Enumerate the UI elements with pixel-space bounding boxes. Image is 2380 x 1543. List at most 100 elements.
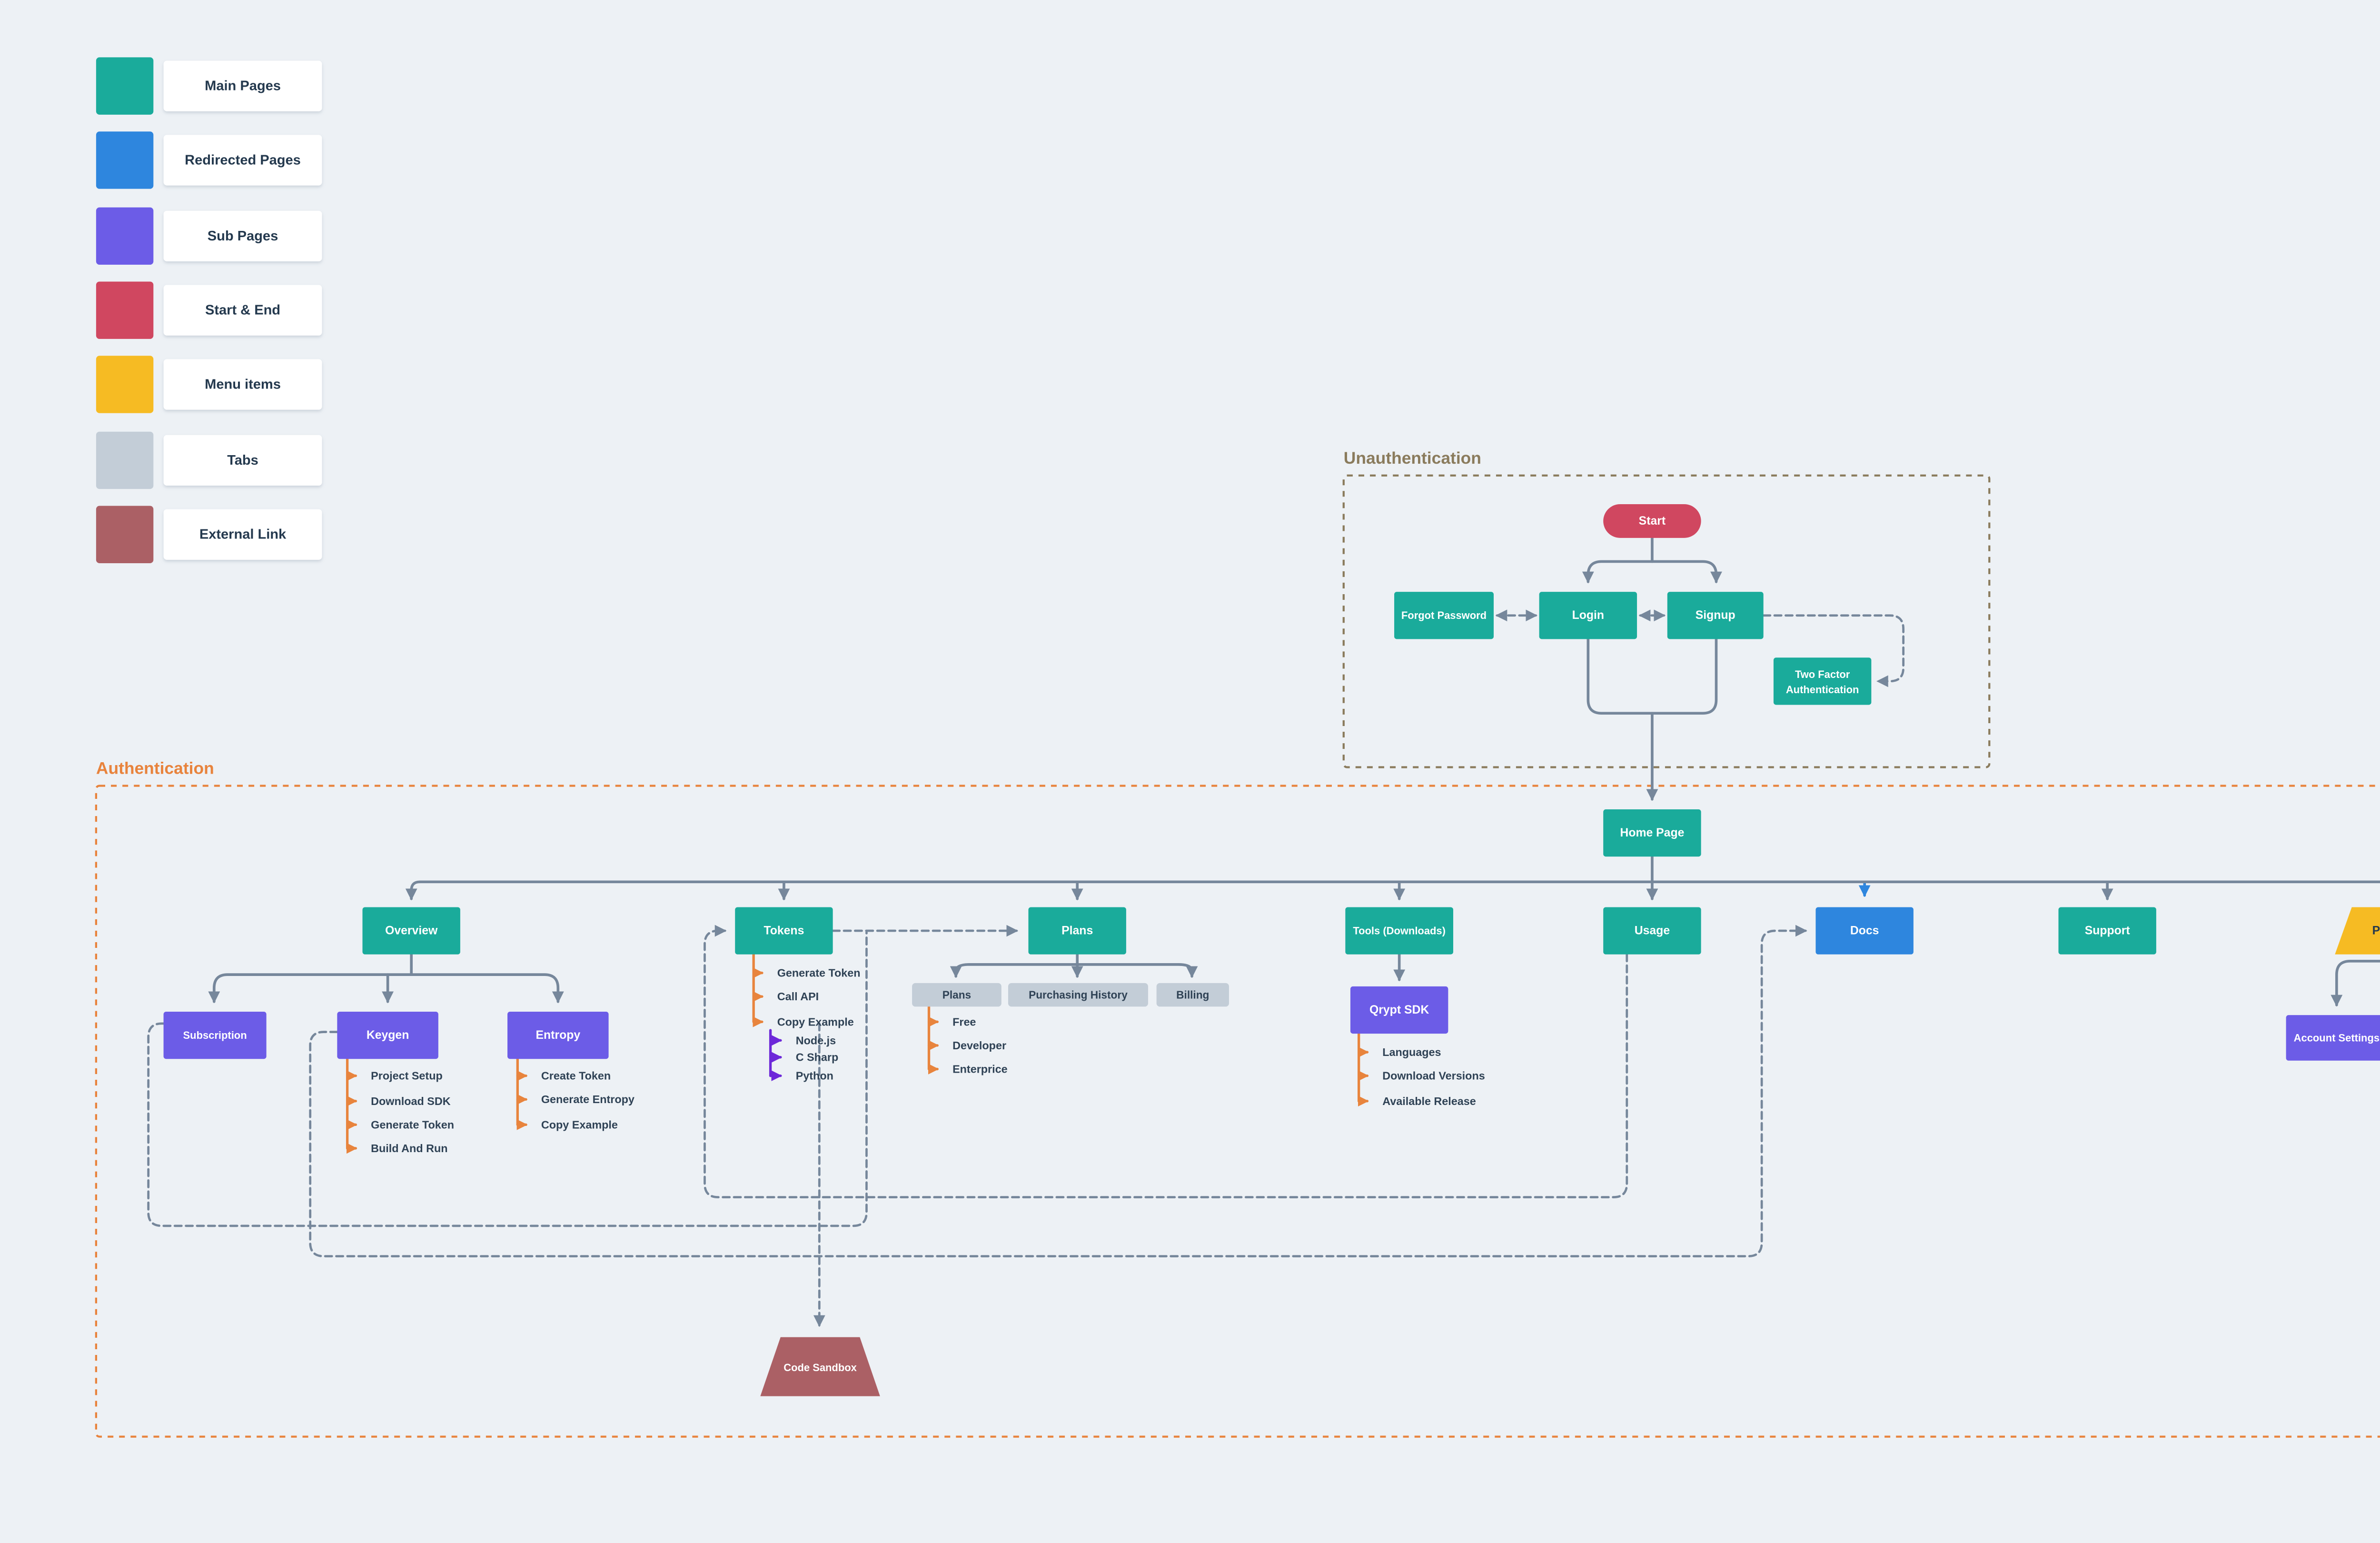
menu-item[interactable]: Node.js xyxy=(796,1034,836,1046)
legend-swatch-start-end xyxy=(96,281,154,339)
node-label: Qrypt SDK xyxy=(1369,1004,1429,1016)
section-label-unauthentication: Unauthentication xyxy=(1344,448,1481,468)
node-label: Start xyxy=(1639,515,1666,528)
menu-item[interactable]: Download SDK xyxy=(371,1095,451,1107)
section-label-authentication: Authentication xyxy=(96,759,214,778)
tab-label: Purchasing History xyxy=(1029,989,1128,1001)
node-label: Subscription xyxy=(183,1029,247,1041)
node-two-factor[interactable]: Two Factor Authentication xyxy=(1773,657,1872,705)
menu-keygen: Project Setup Download SDK Generate Toke… xyxy=(346,1056,454,1155)
node-subscription[interactable]: Subscription xyxy=(163,1012,267,1059)
legend-swatch-sub-pages xyxy=(96,207,154,265)
node-label: Usage xyxy=(1635,925,1670,937)
legend: Main Pages Redirected Pages Sub Pages St… xyxy=(96,57,322,563)
connector-overview-subscription xyxy=(208,973,413,1004)
node-label: Signup xyxy=(1696,609,1735,622)
menu-item[interactable]: Project Setup xyxy=(371,1070,443,1082)
node-plans[interactable]: Plans xyxy=(1028,907,1126,955)
menu-item[interactable]: Free xyxy=(952,1015,976,1028)
connector-start-login xyxy=(1582,560,1654,584)
connector-signup-twofactor xyxy=(1762,614,1905,687)
tab-label: Plans xyxy=(942,989,971,1001)
connector-keygen-docs xyxy=(309,925,1807,1257)
connector-signup-merge xyxy=(1651,637,1718,715)
legend-card xyxy=(163,435,322,486)
node-profile[interactable]: Profile xyxy=(2335,907,2380,955)
tab-label: Billing xyxy=(1176,989,1209,1001)
node-overview[interactable]: Overview xyxy=(362,907,460,955)
connector-plans-tab1 xyxy=(950,963,1079,978)
node-home-page[interactable]: Home Page xyxy=(1603,809,1701,857)
legend-swatch-tabs xyxy=(96,431,154,489)
menu-item[interactable]: Developer xyxy=(952,1039,1006,1052)
legend-swatch-menu-items xyxy=(96,356,154,413)
node-label: Tokens xyxy=(764,925,804,937)
menu-item[interactable]: Generate Entropy xyxy=(541,1093,635,1105)
legend-card xyxy=(163,60,322,111)
node-label: Keygen xyxy=(367,1029,409,1042)
menu-item[interactable]: C Sharp xyxy=(796,1051,839,1064)
node-code-sandbox[interactable]: Code Sandbox xyxy=(760,1337,880,1396)
legend-swatch-redirected-pages xyxy=(96,131,154,189)
menu-item[interactable]: Generate Token xyxy=(777,967,861,979)
node-usage[interactable]: Usage xyxy=(1603,907,1701,955)
section-frame-authentication xyxy=(95,785,2380,1438)
node-login[interactable]: Login xyxy=(1539,592,1637,639)
node-tokens[interactable]: Tokens xyxy=(735,907,833,955)
node-label: Forgot Password xyxy=(1401,609,1487,621)
tab-plans[interactable]: Plans xyxy=(912,983,1002,1007)
legend-swatch-main-pages xyxy=(96,57,154,115)
legend-label: External Link xyxy=(199,527,287,542)
connector-branch-overview xyxy=(405,880,421,901)
node-label: Support xyxy=(2085,925,2130,937)
legend-card xyxy=(163,135,322,186)
node-label: Plans xyxy=(1061,925,1093,937)
section-frame-unauthentication xyxy=(1342,474,1991,768)
node-keygen[interactable]: Keygen xyxy=(337,1012,438,1059)
menu-tokens: Generate Token Call API Copy Example xyxy=(752,953,861,1028)
menu-item[interactable]: Enterprice xyxy=(952,1063,1008,1075)
menu-item[interactable]: Create Token xyxy=(541,1070,611,1082)
menu-item[interactable]: Languages xyxy=(1382,1046,1441,1058)
legend-card xyxy=(163,509,322,560)
node-label: Authentication xyxy=(1786,684,1859,696)
legend-card xyxy=(163,359,322,410)
node-tools-downloads[interactable]: Tools (Downloads) xyxy=(1345,907,1453,955)
legend-label: Start & End xyxy=(205,303,280,318)
node-forgot-password[interactable]: Forgot Password xyxy=(1394,592,1494,639)
node-account-settings[interactable]: Account Settings xyxy=(2286,1015,2380,1061)
menu-item[interactable]: Call API xyxy=(777,990,819,1003)
tab-billing[interactable]: Billing xyxy=(1156,983,1229,1007)
node-label: Entropy xyxy=(536,1029,581,1042)
menu-plans: Free Developer Enterprice xyxy=(927,1005,1008,1075)
node-start[interactable]: Start xyxy=(1603,504,1701,538)
node-label: Home Page xyxy=(1620,826,1684,839)
node-qrypt-sdk[interactable]: Qrypt SDK xyxy=(1350,986,1448,1034)
node-label: Overview xyxy=(385,925,438,937)
connector-plans-tab3 xyxy=(1076,963,1198,978)
node-signup[interactable]: Signup xyxy=(1667,592,1764,639)
menu-item[interactable]: Copy Example xyxy=(777,1015,854,1028)
node-support[interactable]: Support xyxy=(2058,907,2156,955)
legend-card xyxy=(163,285,322,336)
connector-subscription-loop xyxy=(147,931,868,1227)
node-label: Login xyxy=(1572,609,1604,622)
menu-item[interactable]: Python xyxy=(796,1070,833,1082)
node-label: Code Sandbox xyxy=(783,1362,857,1374)
menu-token-languages: Node.js C Sharp Python xyxy=(769,1029,839,1082)
tab-purchasing-history[interactable]: Purchasing History xyxy=(1008,983,1148,1007)
node-docs[interactable]: Docs xyxy=(1815,907,1914,955)
node-label: Account Settings xyxy=(2294,1032,2380,1044)
menu-item[interactable]: Build And Run xyxy=(371,1142,447,1155)
menu-item[interactable]: Generate Token xyxy=(371,1118,454,1131)
node-label: Two Factor xyxy=(1795,668,1850,680)
menu-item[interactable]: Copy Example xyxy=(541,1118,618,1131)
node-entropy[interactable]: Entropy xyxy=(507,1012,609,1059)
menu-item[interactable]: Available Release xyxy=(1382,1095,1476,1107)
connector-profile-account xyxy=(2330,959,2380,1007)
connector-login-merge xyxy=(1587,637,1654,715)
menu-item[interactable]: Download Versions xyxy=(1382,1070,1485,1082)
connector-overview-entropy xyxy=(410,973,564,1004)
